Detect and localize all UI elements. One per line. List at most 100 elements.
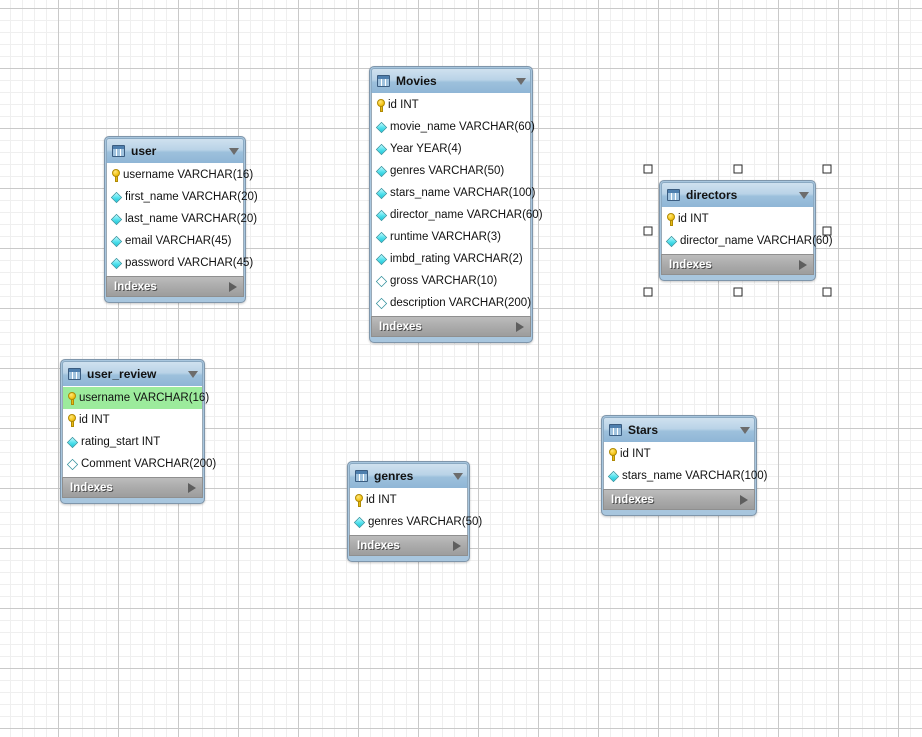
key-icon	[68, 391, 76, 405]
column-row[interactable]: id INT	[350, 489, 467, 511]
column-label: director_name VARCHAR(60)	[390, 209, 543, 221]
column-label: genres VARCHAR(50)	[368, 516, 483, 528]
table-figure-user[interactable]: user username VARCHAR(16) first_name VARCH…	[104, 136, 258, 303]
table-name-label: Stars	[628, 423, 659, 437]
key-icon	[68, 413, 76, 427]
table-figure-directors[interactable]: directors id INT director_name VARCHAR(60)…	[659, 180, 833, 281]
indexes-section-genres[interactable]: Indexes	[349, 535, 468, 556]
diamond-filled-icon	[375, 253, 388, 265]
chevron-right-icon[interactable]	[229, 281, 237, 292]
column-label: stars_name VARCHAR(100)	[622, 470, 768, 482]
column-row[interactable]: last_name VARCHAR(20)	[107, 208, 257, 230]
resize-handle-sw[interactable]	[643, 287, 653, 297]
table-figure-Movies[interactable]: Movies id INT movie_name VARCHAR(60)Year Y…	[369, 66, 543, 343]
indexes-section-Movies[interactable]: Indexes	[371, 316, 531, 337]
chevron-right-icon[interactable]	[740, 494, 748, 505]
chevron-down-icon[interactable]	[453, 472, 463, 480]
indexes-section-Stars[interactable]: Indexes	[603, 489, 755, 510]
column-label: id INT	[79, 414, 110, 426]
indexes-label: Indexes	[70, 481, 113, 494]
key-icon	[609, 447, 617, 461]
chevron-right-icon[interactable]	[188, 482, 196, 493]
resize-handle-n[interactable]	[733, 164, 742, 174]
indexes-section-directors[interactable]: Indexes	[661, 254, 814, 275]
indexes-section-user[interactable]: Indexes	[106, 276, 244, 297]
chevron-down-icon[interactable]	[229, 147, 239, 155]
table-title-bar-genres[interactable]: genres	[349, 463, 468, 488]
column-row[interactable]: id INT	[372, 94, 530, 116]
table-columns-user: username VARCHAR(16) first_name VARCHAR(2…	[106, 163, 258, 276]
column-label: description VARCHAR(200)	[390, 297, 532, 309]
column-row[interactable]: first_name VARCHAR(20)	[107, 186, 258, 208]
table-title-bar-user_review[interactable]: user_review	[62, 361, 203, 386]
column-row[interactable]: imbd_rating VARCHAR(2)	[372, 248, 530, 270]
column-label: first_name VARCHAR(20)	[125, 191, 258, 203]
chevron-right-icon[interactable]	[453, 540, 461, 551]
table-name-label: genres	[374, 469, 414, 483]
table-name-label: Movies	[396, 74, 437, 88]
column-row[interactable]: stars_name VARCHAR(100)	[372, 182, 536, 204]
column-label: id INT	[388, 99, 419, 111]
chevron-down-icon[interactable]	[188, 370, 198, 378]
column-row[interactable]: runtime VARCHAR(3)	[372, 226, 530, 248]
column-row[interactable]: Year YEAR(4)	[372, 138, 530, 160]
column-row[interactable]: password VARCHAR(45)	[107, 252, 253, 274]
column-label: id INT	[678, 213, 709, 225]
diamond-filled-icon	[110, 257, 123, 269]
table-figure-genres[interactable]: genres id INT genres VARCHAR(50) Indexes	[347, 461, 482, 562]
table-name-label: user	[131, 144, 157, 158]
resize-handle-w[interactable]	[643, 226, 653, 235]
resize-handle-nw[interactable]	[643, 164, 653, 174]
column-label: email VARCHAR(45)	[125, 235, 232, 247]
resize-handle-ne[interactable]	[822, 164, 832, 174]
table-title-bar-user[interactable]: user	[106, 138, 244, 163]
column-label: gross VARCHAR(10)	[390, 275, 498, 287]
column-row[interactable]: rating_start INT	[63, 431, 202, 453]
table-title-bar-Stars[interactable]: Stars	[603, 417, 755, 442]
column-row[interactable]: email VARCHAR(45)	[107, 230, 243, 252]
column-row[interactable]: director_name VARCHAR(60)	[372, 204, 543, 226]
column-row[interactable]: id INT	[662, 208, 813, 230]
column-row[interactable]: username VARCHAR(16)	[107, 164, 253, 186]
chevron-right-icon[interactable]	[516, 321, 524, 332]
chevron-down-icon[interactable]	[799, 191, 809, 199]
diamond-hollow-icon	[375, 275, 388, 287]
resize-handle-e[interactable]	[822, 226, 832, 235]
table-columns-genres: id INT genres VARCHAR(50)	[349, 488, 482, 535]
diamond-filled-icon	[375, 231, 388, 243]
column-row[interactable]: username VARCHAR(16)	[63, 387, 209, 409]
chevron-down-icon[interactable]	[516, 77, 526, 85]
column-label: genres VARCHAR(50)	[390, 165, 505, 177]
column-row[interactable]: gross VARCHAR(10)	[372, 270, 530, 292]
column-row[interactable]: movie_name VARCHAR(60)	[372, 116, 535, 138]
column-label: username VARCHAR(16)	[123, 169, 254, 181]
table-title-bar-directors[interactable]: directors	[661, 182, 814, 207]
column-row[interactable]: id INT	[604, 443, 754, 465]
resize-handle-se[interactable]	[822, 287, 832, 297]
column-label: imbd_rating VARCHAR(2)	[390, 253, 523, 265]
column-label: director_name VARCHAR(60)	[680, 235, 833, 247]
resize-handle-s[interactable]	[733, 287, 742, 297]
column-row[interactable]: stars_name VARCHAR(100)	[604, 465, 768, 487]
chevron-down-icon[interactable]	[740, 426, 750, 434]
column-label: stars_name VARCHAR(100)	[390, 187, 536, 199]
diamond-filled-icon	[66, 436, 79, 448]
diamond-filled-icon	[375, 165, 388, 177]
table-title-bar-Movies[interactable]: Movies	[371, 68, 531, 93]
column-label: password VARCHAR(45)	[125, 257, 254, 269]
column-row[interactable]: director_name VARCHAR(60)	[662, 230, 833, 252]
column-label: id INT	[620, 448, 651, 460]
column-row[interactable]: genres VARCHAR(50)	[350, 511, 482, 533]
column-row[interactable]: genres VARCHAR(50)	[372, 160, 530, 182]
column-row[interactable]: description VARCHAR(200)	[372, 292, 532, 314]
table-icon	[609, 424, 622, 436]
column-row[interactable]: id INT	[63, 409, 202, 431]
chevron-right-icon[interactable]	[799, 259, 807, 270]
indexes-section-user_review[interactable]: Indexes	[62, 477, 203, 498]
table-icon	[68, 368, 81, 380]
table-figure-Stars[interactable]: Stars id INT stars_name VARCHAR(100) Indexe…	[601, 415, 768, 516]
column-row[interactable]: Comment VARCHAR(200)	[63, 453, 216, 475]
key-icon	[377, 98, 385, 112]
